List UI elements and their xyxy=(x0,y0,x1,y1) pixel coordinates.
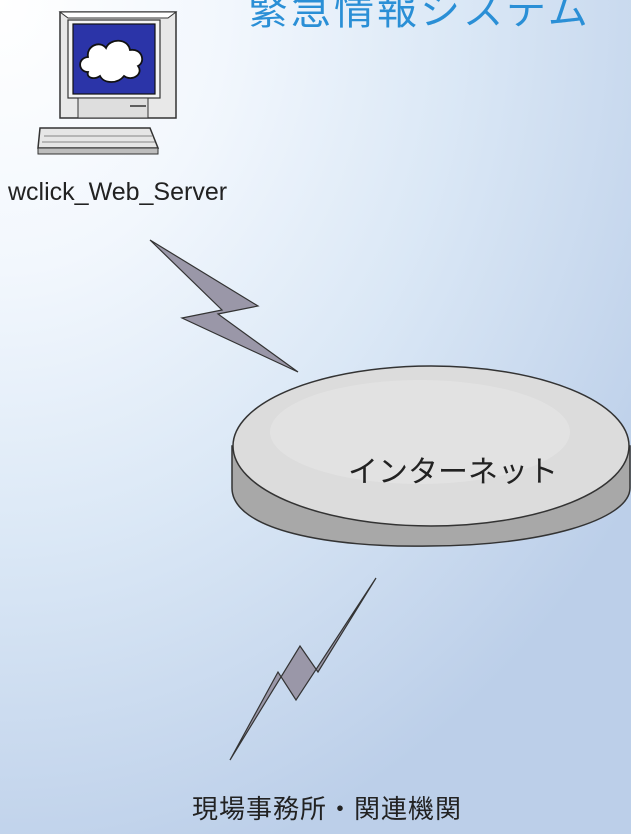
computer-icon xyxy=(37,11,178,155)
server-label: wclick_Web_Server xyxy=(8,178,228,206)
internet-label: インターネット xyxy=(348,455,558,490)
connection-bolt-upper xyxy=(149,239,299,373)
connection-bolt-lower xyxy=(229,577,377,761)
diagram-title: 緊急情報システム xyxy=(248,0,591,34)
internet-cloud-disc xyxy=(231,365,631,547)
field-office-label: 現場事務所・関連機関 xyxy=(192,795,463,825)
